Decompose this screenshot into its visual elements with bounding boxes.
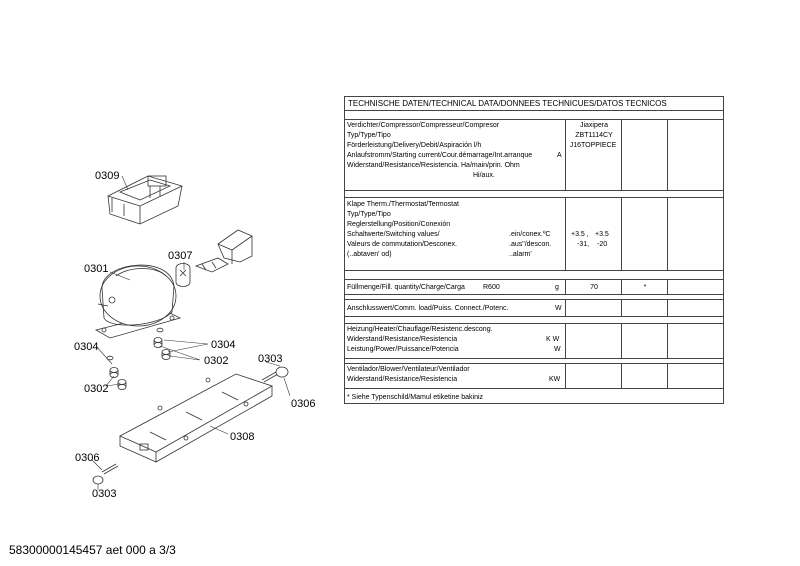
footnote: * Siehe Typenschild/Mamul etiketine baki…: [347, 394, 484, 401]
heater-row: Heizung/Heater/Chauflage/Resistenc.desco…: [347, 326, 493, 333]
thermostat-row: Typ/Type/Tipo: [347, 211, 391, 218]
thermostat-value: +3.5: [595, 231, 609, 238]
compressor-part: [94, 264, 182, 339]
thermostat-value: -31,: [577, 241, 590, 248]
part-label-0306-right: 0306: [291, 398, 316, 410]
table-header: TECHNISCHE DATEN/TECHNICAL DATA/DONNEES …: [345, 97, 723, 111]
part-label-0302-left: 0302: [84, 383, 109, 395]
heater-unit: K W: [546, 336, 560, 343]
fan-section: Ventilador/Blower/Ventilateur/Ventilador…: [345, 363, 723, 389]
compressor-unit-a: A: [557, 152, 562, 159]
connection-section: Anschlusswert/Comm. load/Puiss. Connect.…: [345, 299, 723, 317]
compressor-value: J16TOPPIECE: [569, 142, 617, 149]
thermostat-aus: .aus"/descon.: [509, 241, 552, 248]
base-plate-part: [119, 373, 273, 463]
grommets-part: [106, 327, 171, 390]
part-label-0303-top: 0303: [258, 353, 283, 365]
fan-row: Widerstand/Resistance/Resistencia: [347, 376, 458, 383]
document-id-footer: 58300000145457 aet 000 a 3/3: [9, 543, 176, 557]
compressor-row: Förderleistung/Delivery/Debit/Aspiración…: [347, 142, 482, 149]
part-label-0308: 0308: [230, 431, 255, 443]
connection-label: Anschlusswert/Comm. load/Puiss. Connect.…: [347, 305, 509, 312]
thermostat-alarm: ..alarm': [509, 251, 532, 258]
fan-row: Ventilador/Blower/Ventilateur/Ventilador: [347, 366, 470, 373]
screw-parts: [92, 366, 289, 485]
cover-part: [175, 229, 253, 287]
technical-data-table: TECHNISCHE DATEN/TECHNICAL DATA/DONNEES …: [344, 96, 724, 404]
heater-section: Heizung/Heater/Chauflage/Resistenc.desco…: [345, 323, 723, 359]
part-label-0303-bottom: 0303: [92, 488, 117, 500]
heater-row: Widerstand/Resistance/Resistencia: [347, 336, 458, 343]
part-label-0304-right: 0304: [211, 339, 236, 351]
heater-row: Leistung/Power/Puissance/Potencia: [347, 346, 459, 353]
thermostat-value: +3.5 ,: [571, 231, 589, 238]
compressor-row: Anlaufstromm/Starting current/Cour.démar…: [347, 152, 533, 159]
part-label-0306-bottom: 0306: [75, 452, 100, 464]
part-label-0307: 0307: [168, 250, 193, 262]
fan-unit: KW: [549, 376, 561, 383]
thermostat-row: Valeurs de commutation/Desconex.: [347, 241, 457, 248]
compressor-value: ZBT1114CY: [575, 132, 613, 139]
compressor-row: Typ/Type/Tipo: [347, 132, 391, 139]
thermostat-section: Klape Therm./Thermostat/Termostat Typ/Ty…: [345, 197, 723, 271]
heater-unit: W: [554, 346, 561, 353]
thermostat-row: (..abtaven' od): [347, 251, 392, 258]
charge-unit: g: [555, 284, 559, 291]
compressor-value: Jiaxipera: [579, 122, 608, 129]
charge-refrigerant: R600: [483, 284, 500, 291]
exploded-parts-drawing: [91, 175, 291, 490]
leader-lines: [91, 175, 291, 490]
thermostat-row: Klape Therm./Thermostat/Termostat: [347, 201, 459, 208]
part-label-0309: 0309: [95, 170, 120, 182]
connection-unit: W: [555, 305, 562, 312]
charge-mark: *: [643, 284, 647, 291]
compressor-row: Verdichter/Compressor/Compresseur/Compre…: [347, 122, 500, 129]
relay-box-part: [107, 175, 183, 225]
thermostat-row: Reglerstellung/Position/Conexión: [347, 221, 451, 228]
compressor-section: Verdichter/Compressor/Compresseur/Compre…: [345, 119, 723, 191]
charge-section: Füllmenge/Fill. quantity/Charge/Carga R6…: [345, 279, 723, 295]
charge-value: 70: [590, 284, 598, 291]
part-label-0301: 0301: [84, 263, 109, 275]
thermostat-value: -20: [597, 241, 608, 248]
compressor-hiaux: Hi/aux.: [473, 172, 495, 179]
compressor-row: Widerstand/Resistance/Resistencia. Ha/ma…: [347, 162, 520, 169]
thermostat-ein: .ein/conex.ºC: [509, 231, 551, 238]
thermostat-row: Schaltwerte/Switching values/: [347, 231, 440, 238]
charge-label: Füllmenge/Fill. quantity/Charge/Carga: [347, 284, 465, 291]
part-label-0302-right: 0302: [204, 355, 229, 367]
part-label-0304-left: 0304: [74, 341, 99, 353]
